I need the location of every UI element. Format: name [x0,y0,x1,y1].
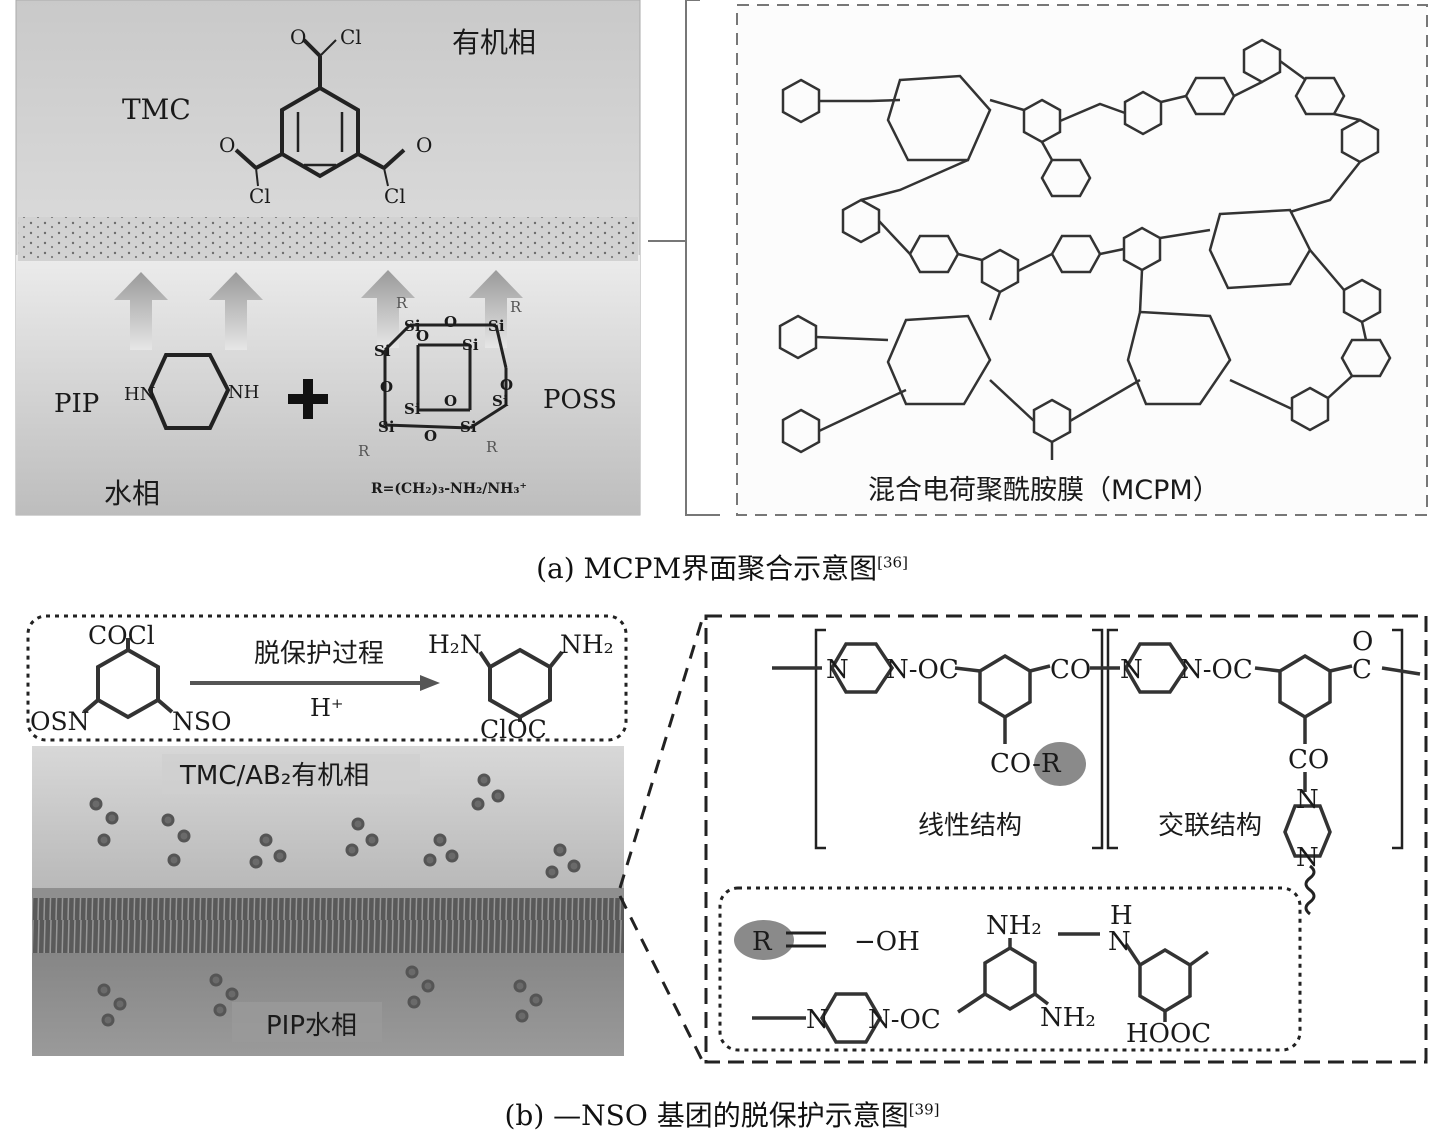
svg-text:Si: Si [462,336,479,354]
lin-cor: CO-R [990,749,1062,779]
cross-n3: N [1296,843,1319,873]
pip-nh: NH [228,382,259,403]
legend-n-pip: N [806,1005,829,1035]
tmc-cl-right: Cl [384,184,406,208]
lin-n1: N [826,655,849,685]
tmc-o-left: O [219,133,235,157]
svg-text:R: R [396,294,408,312]
structure-box: N N-OC CO CO-R N N-OC C O CO N N 线性结构 交联… [704,614,1428,1064]
tmc-cl-top: Cl [340,25,362,49]
legend-r: R [752,927,773,957]
svg-text:R: R [510,298,522,316]
caption-a: (a) MCPM界面聚合示意图[36] [0,547,1444,587]
caption-b-ref: [39] [908,1100,940,1119]
svg-text:Si: Si [488,317,505,335]
svg-text:Si: Si [460,418,477,436]
poss-cage [383,323,508,430]
polymer-network [778,38,1392,460]
pip-hn: HN [124,384,155,405]
pip-label: PIP [54,389,99,419]
legend-oh: −OH [854,927,920,957]
cloc-label: ClOC [480,715,547,744]
acid-label: H⁺ [310,694,344,722]
svg-text:Si: Si [378,418,395,436]
tmc-label: TMC [122,93,191,126]
svg-text:Si: Si [492,392,509,410]
linear-label: 线性结构 [918,811,1022,841]
legend-box [718,886,1302,1052]
svg-text:O: O [380,378,393,396]
cross-n2: N [1296,785,1319,815]
svg-text:O: O [424,427,437,445]
zoom-line-top [618,619,704,889]
pip-molecule [147,353,231,430]
cross-o: O [1352,627,1373,657]
panel-a-left: TMC 有机相 PIP POSS 水相 R=(CH₂)₃-NH₂/NH₃⁺ O … [15,0,641,516]
nh2-label: NH₂ [560,630,614,659]
poss-label: POSS [543,385,617,415]
caption-a-ref: [36] [877,553,908,572]
cross-noc: N-OC [1180,655,1253,685]
bracket [685,0,720,516]
svg-text:O: O [444,313,457,331]
svg-text:Si: Si [404,400,421,418]
svg-text:O: O [444,392,457,410]
svg-text:O: O [500,376,513,394]
cocl-label: COCl [88,621,155,650]
nso-label: NSO [172,707,232,736]
legend-hooc: HOOC [1126,1019,1211,1049]
caption-b-text: (b) —NSO 基团的脱保护示意图 [504,1099,909,1132]
legend-h: H [1110,901,1133,931]
svg-text:Si: Si [374,342,391,360]
cross-c: C [1352,655,1372,685]
organic-phase-label: 有机相 [452,26,536,59]
legend-nh2-top: NH₂ [986,911,1042,941]
crosslinked-label: 交联结构 [1158,811,1262,841]
tmc-molecule [234,38,406,187]
lin-noc: N-OC [886,655,959,685]
tmc-cl-left: Cl [249,184,271,208]
svg-text:Si: Si [404,317,421,335]
aqueous-phase-label: 水相 [104,477,160,510]
plus-icon [288,379,328,419]
process-arrow-head [420,675,440,691]
caption-b: (b) —NSO 基团的脱保护示意图[39] [0,1094,1444,1134]
lin-co: CO [1050,655,1091,685]
caption-a-text: (a) MCPM界面聚合示意图 [536,552,878,585]
svg-text:R: R [486,438,498,456]
svg-text:R: R [358,442,370,460]
membrane-illustration: TMC/AB₂有机相 PIP水相 [32,746,624,1056]
organic-phase-b-label: TMC/AB₂有机相 [179,761,369,791]
aqueous-phase-b-label: PIP水相 [266,1011,357,1041]
tmc-o-right: O [416,133,432,157]
zoom-line-bottom [618,895,704,1061]
membrane-label: 混合电荷聚酰胺膜（MCPM） [868,475,1220,506]
r-group-label: R=(CH₂)₃-NH₂/NH₃⁺ [371,481,527,497]
legend-noc: N-OC [868,1005,941,1035]
svg-text:O: O [416,327,429,345]
cross-co: CO [1288,745,1329,775]
panel-a-right: 混合电荷聚酰胺膜（MCPM） [736,4,1428,516]
legend-n: N [1108,927,1131,957]
diffusion-arrows [114,270,523,350]
h2n-label: H₂N [428,630,482,659]
wavy-bond [1304,864,1316,916]
poss-atoms: Si O Si Si O Si O O Si O Si Si O Si R R … [358,294,522,460]
osn-label: OSN [30,707,90,736]
legend-nh2-bottom: NH₂ [1040,1003,1096,1033]
deprotection-box: COCl OSN NSO 脱保护过程 H⁺ H₂N NH₂ ClOC [26,614,628,744]
tmc-o-top: O [290,25,306,49]
r-legend-highlight [734,920,794,960]
process-label: 脱保护过程 [254,639,384,669]
r-group-highlight [1034,742,1086,786]
cross-n1: N [1120,655,1143,685]
